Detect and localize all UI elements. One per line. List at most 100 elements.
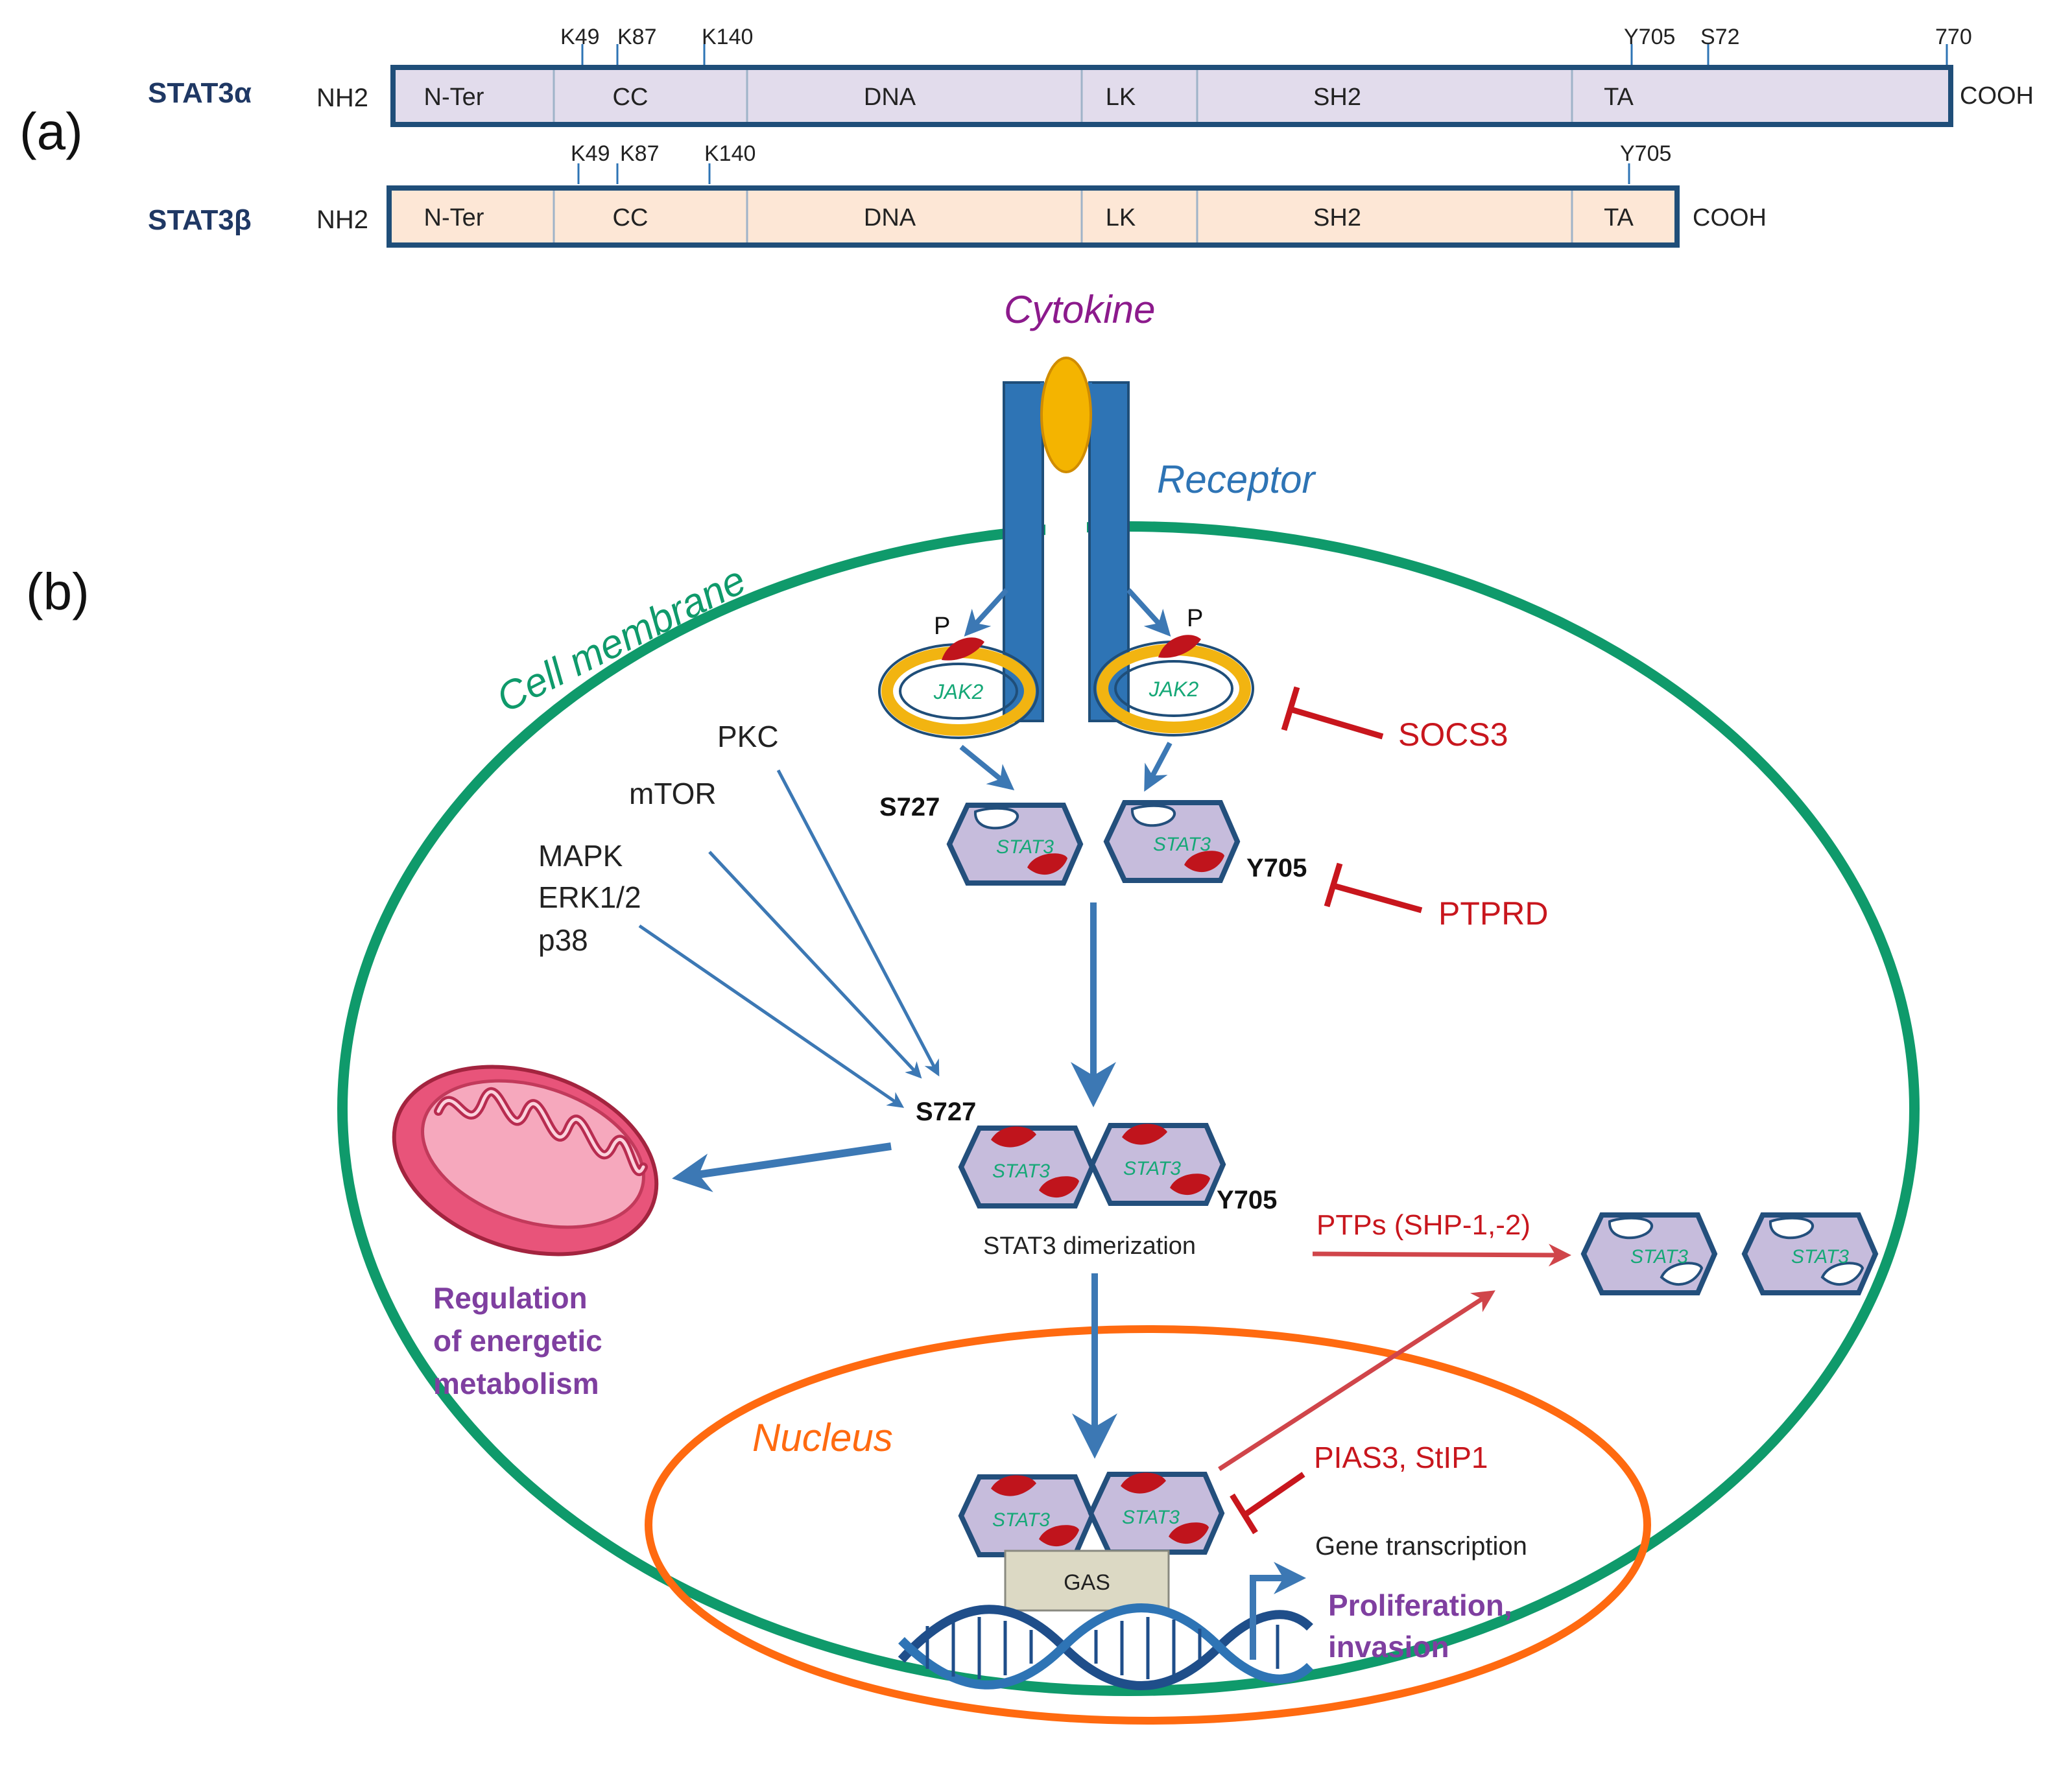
ptps-label: PTPs (SHP-1,-2) [1316, 1209, 1530, 1241]
domain-lk: LK [1106, 84, 1136, 111]
arrow-to-mitochondrion [672, 1142, 892, 1192]
pias-label: PIAS3, StIP1 [1314, 1441, 1488, 1474]
phospho-site-jak2-left [942, 637, 984, 661]
arrow-jak-stat-left [959, 744, 1015, 791]
stat3-label-1: STAT3 [996, 836, 1054, 858]
phospho-site-jak2-right [1158, 635, 1201, 658]
site-k87-a: K87 [617, 25, 657, 49]
mitochondrion-icon [392, 1065, 659, 1256]
site-770-a: 770 [1935, 25, 1972, 49]
stat3-alpha-nh2: NH2 [316, 84, 368, 112]
stat3-label-4: STAT3 [1123, 1158, 1181, 1179]
stat3-beta-cooh: COOH [1693, 204, 1767, 231]
domain-nter-b: N-Ter [424, 204, 484, 231]
arrow-pkc [776, 769, 940, 1077]
domain-sh2-b: SH2 [1313, 204, 1361, 231]
domain-dna-b: DNA [864, 204, 916, 231]
regulation-line-2: of energetic [433, 1324, 602, 1358]
stat3-monomer-1: STAT3 [949, 805, 1080, 883]
site-s72-a: S72 [1700, 25, 1740, 49]
proliferation-line-1: Proliferation, [1328, 1588, 1512, 1622]
y705-label-mid: Y705 [1217, 1186, 1277, 1214]
dimerization-label: STAT3 dimerization [983, 1232, 1196, 1260]
s727-label-top: S727 [879, 793, 940, 821]
dna-icon [898, 1603, 1313, 1690]
site-k49-b: K49 [571, 141, 610, 166]
nucleus-label: Nucleus [752, 1416, 893, 1459]
receptor-label: Receptor [1157, 458, 1316, 501]
stat3-monomer-2: STAT3 [1106, 803, 1237, 880]
site-y705-a: Y705 [1624, 25, 1675, 49]
domain-cc-b: CC [613, 204, 649, 231]
domain-nter: N-Ter [424, 84, 484, 111]
stat3-label-8: STAT3 [1122, 1507, 1180, 1528]
stat3-label-2: STAT3 [1153, 834, 1211, 855]
arrow-mtor [708, 851, 922, 1079]
site-y705-b: Y705 [1620, 141, 1671, 166]
jak2-right-label: JAK2 [1149, 678, 1199, 701]
domain-ta: TA [1604, 84, 1634, 111]
arrow-jak-stat-right [1144, 742, 1173, 792]
arrow-ptps [1312, 1244, 1571, 1267]
arrow-receptor-jak-right [1126, 588, 1171, 637]
jak2-left-p: P [934, 613, 950, 640]
arrow-mapk [638, 924, 905, 1108]
arrow-receptor-jak-left [964, 588, 1008, 637]
stat3-alpha-bar: STAT3α NH2 N-Ter CC DNA LK SH2 TA COOH K… [148, 25, 2034, 127]
ptprd-label: PTPRD [1438, 895, 1548, 932]
stat3-beta-bar: STAT3β NH2 N-Ter CC DNA LK SH2 TA COOH K… [148, 141, 1767, 248]
jak2-right: JAK2 P [1093, 605, 1254, 737]
socs3-label: SOCS3 [1398, 716, 1508, 753]
gas-label: GAS [1064, 1570, 1110, 1595]
erk-label: ERK1/2 [538, 880, 641, 914]
domain-lk-b: LK [1106, 204, 1136, 231]
stat3-dimer-mid-right: STAT3 [1092, 1124, 1223, 1203]
stat3-alpha-name: STAT3α [148, 77, 252, 109]
stat3-dimer-mid-left: STAT3 [961, 1126, 1092, 1206]
y705-label-top: Y705 [1246, 854, 1307, 882]
pkc-label: PKC [717, 720, 779, 753]
stat3-label-3: STAT3 [992, 1161, 1050, 1182]
site-k87-b: K87 [620, 141, 660, 166]
site-k140-a: K140 [702, 25, 753, 49]
proliferation-line-2: invasion [1328, 1630, 1449, 1664]
stat3-dephospho-1: STAT3 [1584, 1215, 1715, 1293]
site-k49-a: K49 [560, 25, 600, 49]
stat3-dephospho-2: STAT3 [1744, 1215, 1875, 1293]
mapk-label: MAPK [538, 839, 623, 873]
domain-cc: CC [613, 84, 649, 111]
stat3-alpha-rect [390, 65, 1953, 127]
stat3-alpha-cooh: COOH [1960, 82, 2034, 110]
domain-sh2: SH2 [1313, 84, 1361, 111]
nucleus [645, 1325, 1651, 1725]
jak2-left: JAK2 P [878, 613, 1039, 739]
stat3-beta-nh2: NH2 [316, 206, 368, 234]
mtor-label: mTOR [629, 777, 717, 810]
cytokine-ligand [1040, 357, 1092, 473]
site-k140-b: K140 [704, 141, 756, 166]
stat3-beta-rect [387, 185, 1680, 248]
regulation-line-1: Regulation [433, 1281, 588, 1315]
cytokine-label: Cytokine [1004, 288, 1155, 331]
p38-label: p38 [538, 923, 588, 957]
gas-box [1004, 1550, 1170, 1612]
stat3-dimer-nuclear-left: STAT3 [961, 1475, 1092, 1555]
s727-label-mid: S727 [916, 1098, 976, 1126]
regulation-line-3: metabolism [433, 1367, 599, 1400]
stat3-beta-name: STAT3β [148, 204, 252, 236]
stat3-label-5: STAT3 [1630, 1246, 1688, 1267]
arrow-nuclear-export [1218, 1290, 1495, 1471]
domain-ta-b: TA [1604, 204, 1634, 231]
panel-label-a: (a) [19, 102, 83, 160]
stat3-dimer-nuclear-right: STAT3 [1091, 1472, 1222, 1552]
domain-dna: DNA [864, 84, 916, 111]
jak2-right-p: P [1187, 605, 1203, 632]
stat3-label-6: STAT3 [1791, 1246, 1849, 1267]
cell-membrane-label: Cell membrane [490, 558, 753, 721]
jak2-left-label: JAK2 [933, 680, 984, 703]
arrow-transcription [1250, 1562, 1306, 1660]
panel-label-b: (b) [26, 563, 89, 620]
stat3-label-7: STAT3 [992, 1509, 1050, 1531]
gene-transcription-label: Gene transcription [1315, 1532, 1527, 1561]
